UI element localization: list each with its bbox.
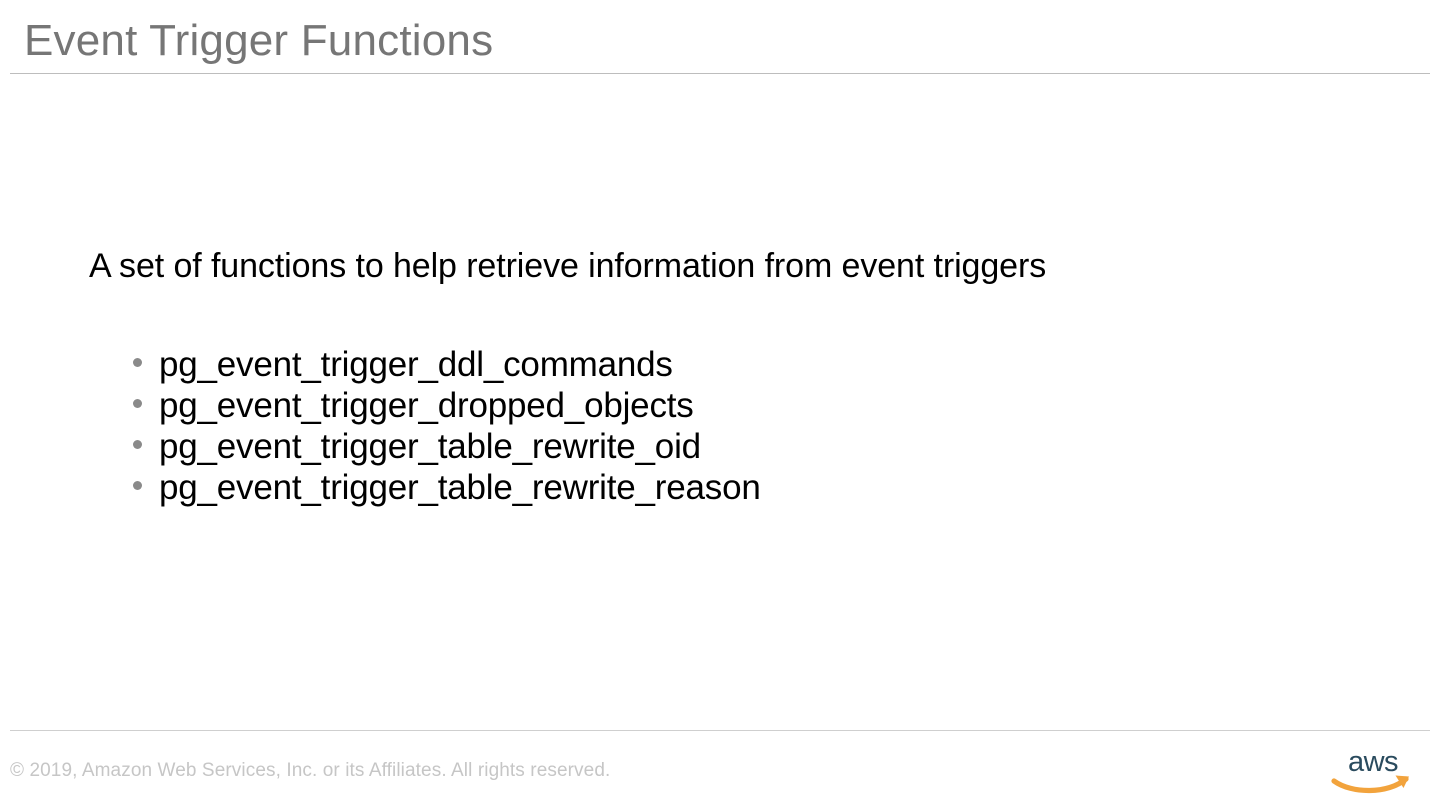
header-divider [10, 73, 1430, 74]
list-item-label: pg_event_trigger_table_rewrite_reason [159, 468, 761, 507]
footer-divider [10, 730, 1430, 731]
list-item: pg_event_trigger_dropped_objects [133, 385, 761, 426]
copyright-text: © 2019, Amazon Web Services, Inc. or its… [10, 760, 611, 781]
page-title: Event Trigger Functions [24, 16, 494, 65]
list-item-label: pg_event_trigger_ddl_commands [159, 345, 673, 384]
function-list: pg_event_trigger_ddl_commands pg_event_t… [133, 344, 761, 508]
bullet-dot-icon [133, 481, 142, 490]
list-item: pg_event_trigger_table_rewrite_reason [133, 467, 761, 508]
list-item-label: pg_event_trigger_table_rewrite_oid [159, 427, 701, 466]
bullet-dot-icon [133, 440, 142, 449]
aws-logo-icon: aws [1331, 746, 1409, 794]
svg-text:aws: aws [1348, 746, 1398, 778]
list-item: pg_event_trigger_table_rewrite_oid [133, 426, 761, 467]
list-item: pg_event_trigger_ddl_commands [133, 344, 761, 385]
lead-paragraph: A set of functions to help retrieve info… [89, 247, 1047, 285]
list-item-label: pg_event_trigger_dropped_objects [159, 386, 694, 425]
bullet-dot-icon [133, 358, 142, 367]
bullet-dot-icon [133, 399, 142, 408]
